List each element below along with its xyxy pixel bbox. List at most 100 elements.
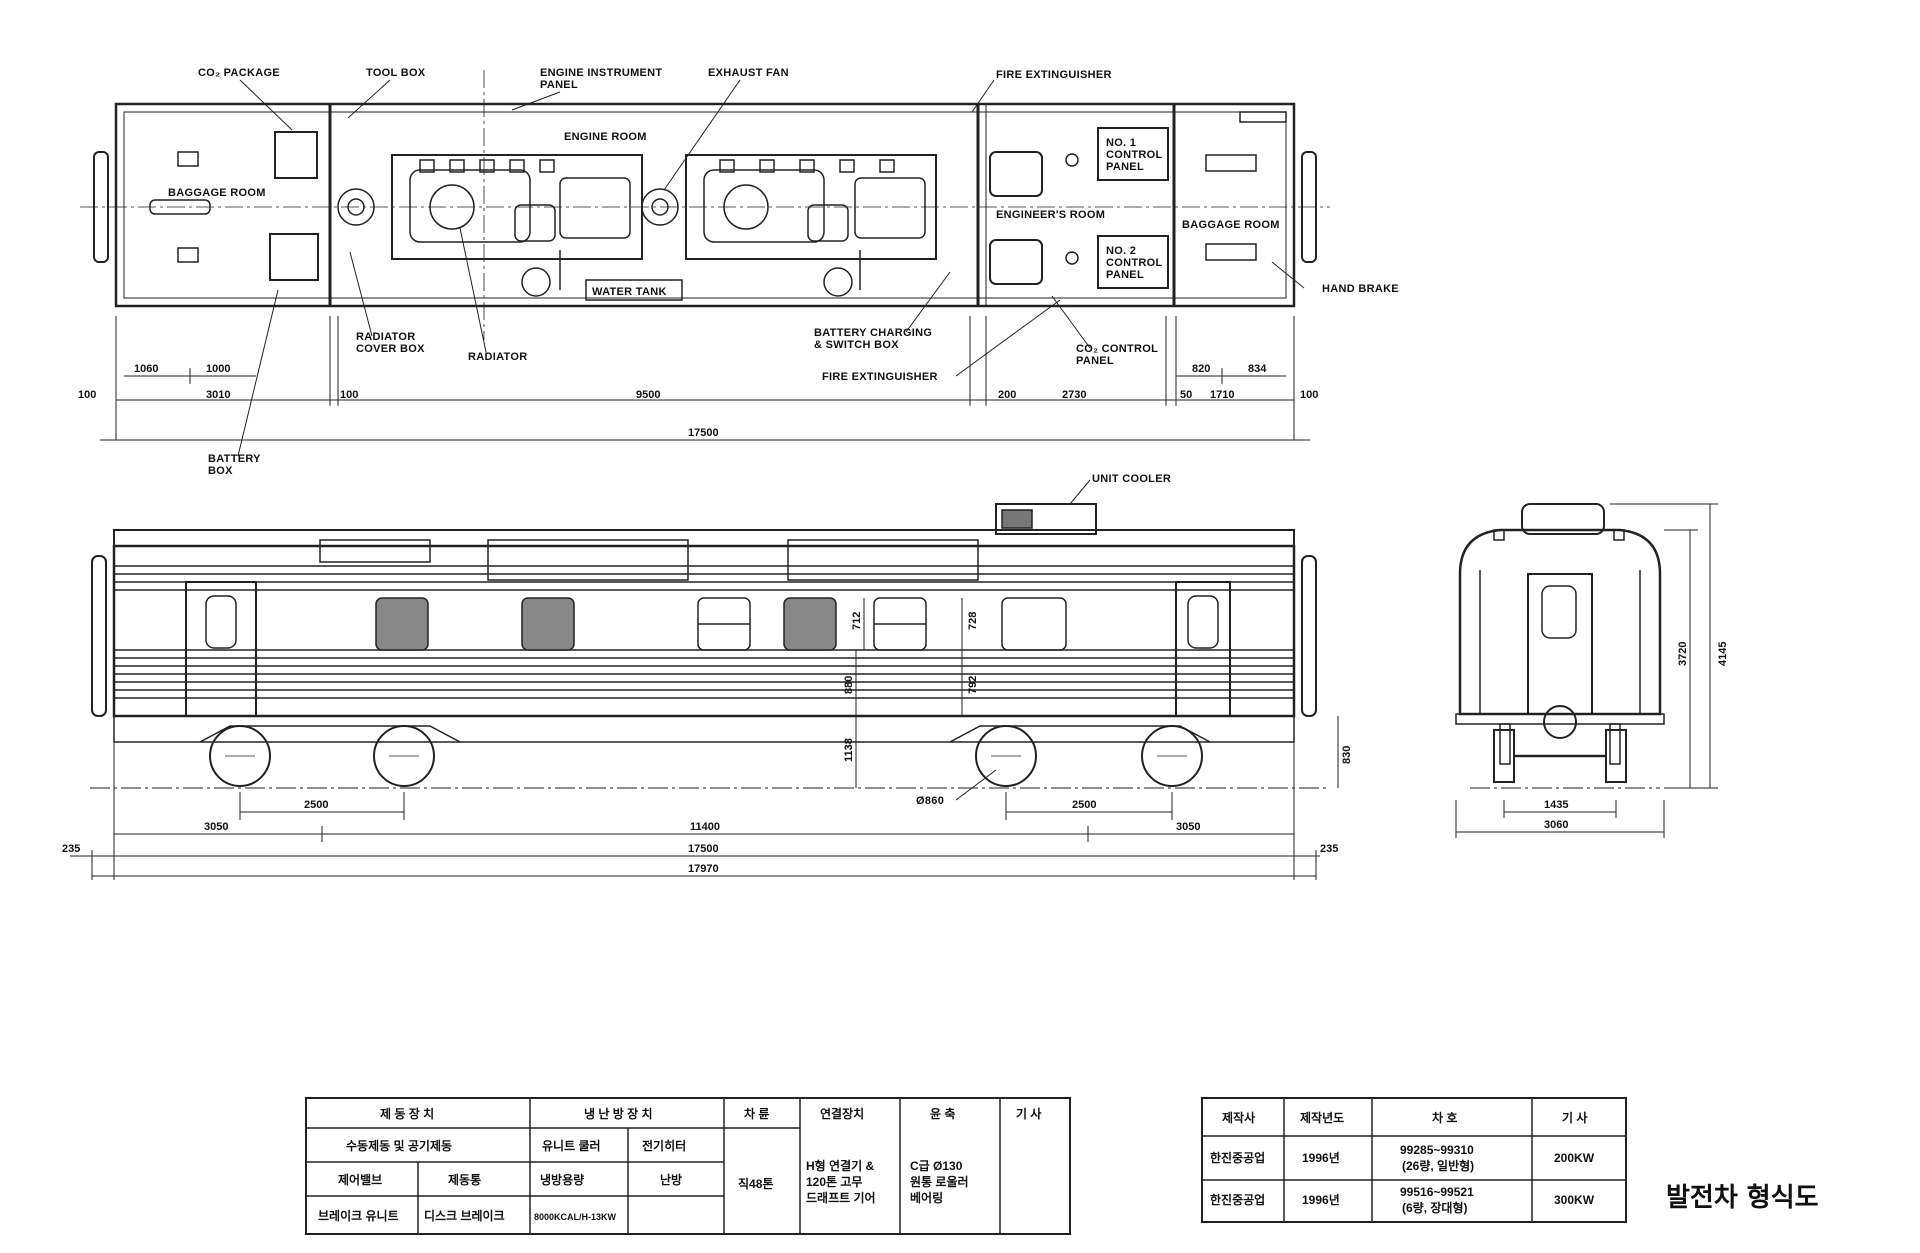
maker-header-number: 차 호 bbox=[1432, 1110, 1457, 1125]
spec-axle-2: 원통 로울러 bbox=[910, 1174, 969, 1189]
dim-1060: 1060 bbox=[134, 363, 158, 375]
spec-header-coupler: 연결장치 bbox=[820, 1106, 864, 1121]
label-radiator-cover-box: RADIATOR bbox=[356, 331, 415, 343]
label-baggage-room-left: BAGGAGE ROOM bbox=[168, 187, 266, 199]
maker-header-year: 제작년도 bbox=[1300, 1110, 1344, 1125]
label-fire-extinguisher-bottom: FIRE EXTINGUISHER bbox=[822, 371, 938, 383]
dim-3060: 3060 bbox=[1544, 819, 1568, 831]
spec-table bbox=[305, 1097, 1071, 1235]
maker-table bbox=[1201, 1097, 1627, 1223]
dim-830: 830 bbox=[1341, 746, 1353, 764]
spec-hvac-capacity: 8000KCAL/H-13KW bbox=[534, 1212, 617, 1222]
dim-235-right: 235 bbox=[1320, 843, 1338, 855]
label-battery-box-2: BOX bbox=[208, 465, 233, 477]
dim-4145: 4145 bbox=[1717, 642, 1729, 666]
end-dims bbox=[1455, 503, 1718, 838]
dim-3010: 3010 bbox=[206, 389, 230, 401]
dim-820: 820 bbox=[1192, 363, 1210, 375]
label-engine-instrument-panel-2: PANEL bbox=[540, 79, 578, 91]
plan-leaders bbox=[237, 79, 1305, 457]
maker-row2-maker: 한진중공업 bbox=[1210, 1192, 1265, 1207]
dim-792: 792 bbox=[967, 676, 979, 694]
maker-row1-maker: 한진중공업 bbox=[1210, 1150, 1265, 1165]
side-horizontal-dims bbox=[70, 720, 1320, 880]
maker-table-text: 제작사 제작년도 차 호 기 사 한진중공업 1996년 99285~99310… bbox=[1210, 1110, 1595, 1215]
plan-dimension-values: 1060 1000 100 3010 100 9500 200 2730 820… bbox=[78, 363, 1318, 439]
spec-coupler-2: 120톤 고무 bbox=[806, 1175, 862, 1189]
dim-100-right: 100 bbox=[1300, 389, 1318, 401]
label-battery-box: BATTERY bbox=[208, 453, 261, 465]
dim-17500-plan: 17500 bbox=[688, 427, 719, 439]
label-battery-charging-2: & SWITCH BOX bbox=[814, 339, 899, 351]
plan-dimensions bbox=[100, 316, 1310, 441]
plan-labels: CO₂ PACKAGE TOOL BOX ENGINE INSTRUMENT P… bbox=[168, 67, 1399, 477]
dim-17500-side: 17500 bbox=[688, 843, 719, 855]
label-unit-cooler: UNIT COOLER bbox=[1092, 473, 1171, 485]
spec-header-remarks: 기 사 bbox=[1016, 1106, 1041, 1121]
spec-header-brake: 제 동 장 치 bbox=[380, 1106, 434, 1121]
dim-1435: 1435 bbox=[1544, 799, 1568, 811]
dim-3720: 3720 bbox=[1677, 642, 1689, 666]
spec-wheel: 직48톤 bbox=[738, 1176, 773, 1191]
spec-header-axle: 윤 축 bbox=[930, 1106, 955, 1121]
dim-728: 728 bbox=[967, 612, 979, 630]
spec-coupler-3: 드래프트 기어 bbox=[806, 1190, 876, 1205]
end-dim-values: 3720 4145 1435 3060 bbox=[1544, 642, 1729, 831]
label-tool-box: TOOL BOX bbox=[366, 67, 426, 79]
dim-17970: 17970 bbox=[688, 863, 719, 875]
label-engineers-room: ENGINEER'S ROOM bbox=[996, 209, 1105, 221]
maker-row1-number-2: (26량, 일반형) bbox=[1402, 1158, 1474, 1173]
side-elevation bbox=[90, 503, 1330, 789]
label-engine-room: ENGINE ROOM bbox=[564, 131, 647, 143]
label-co2-control-panel-2: PANEL bbox=[1076, 355, 1114, 367]
spec-header-bogie: 차 륜 bbox=[744, 1106, 769, 1121]
label-baggage-room-right: BAGGAGE ROOM bbox=[1182, 219, 1280, 231]
spec-axle-3: 베어링 bbox=[910, 1190, 943, 1205]
side-vertical-dims bbox=[855, 598, 1339, 788]
dim-1000: 1000 bbox=[206, 363, 230, 375]
label-no1-control-panel-3: PANEL bbox=[1106, 161, 1144, 173]
spec-row-brake-method: 제동통 bbox=[448, 1172, 481, 1187]
label-hand-brake: HAND BRAKE bbox=[1322, 283, 1399, 295]
dim-1710: 1710 bbox=[1210, 389, 1234, 401]
maker-row2-power: 300KW bbox=[1554, 1193, 1595, 1207]
plan-view bbox=[80, 70, 1330, 340]
label-engine-instrument-panel: ENGINE INSTRUMENT bbox=[540, 67, 662, 79]
spec-row-brake-type: 제어밸브 bbox=[338, 1172, 382, 1187]
maker-row1-number-1: 99285~99310 bbox=[1400, 1143, 1474, 1157]
maker-row2-year: 1996년 bbox=[1302, 1193, 1340, 1207]
spec-coupler-1: H형 연결기 & bbox=[806, 1158, 874, 1173]
side-vertical-dim-values: 712 728 880 792 1138 830 bbox=[843, 612, 1353, 764]
dim-200: 200 bbox=[998, 389, 1016, 401]
spec-row-heating: 난방 bbox=[660, 1172, 682, 1187]
label-battery-charging: BATTERY CHARGING bbox=[814, 327, 932, 339]
dim-880: 880 bbox=[843, 676, 855, 694]
spec-disc-brake: 디스크 브레이크 bbox=[424, 1208, 505, 1223]
label-no2-control-panel-3: PANEL bbox=[1106, 269, 1144, 281]
label-water-tank: WATER TANK bbox=[592, 286, 667, 298]
spec-brake-sub: 수동제동 및 공기제동 bbox=[346, 1138, 452, 1153]
side-labels: UNIT COOLER Ø860 bbox=[916, 473, 1171, 807]
spec-header-hvac: 냉 난 방 장 치 bbox=[584, 1106, 653, 1121]
side-leaders bbox=[955, 479, 1091, 801]
dim-712: 712 bbox=[851, 612, 863, 630]
label-no1-control-panel-2: CONTROL bbox=[1106, 149, 1162, 161]
maker-header-maker: 제작사 bbox=[1222, 1110, 1255, 1125]
spec-hvac-sub1: 유니트 쿨러 bbox=[542, 1138, 601, 1153]
label-fire-extinguisher-top: FIRE EXTINGUISHER bbox=[996, 69, 1112, 81]
label-wheel-diameter: Ø860 bbox=[916, 795, 944, 807]
label-radiator: RADIATOR bbox=[468, 351, 527, 363]
dim-2500-left: 2500 bbox=[304, 799, 328, 811]
label-radiator-cover-box-2: COVER BOX bbox=[356, 343, 425, 355]
dim-50: 50 bbox=[1180, 389, 1192, 401]
label-no2-control-panel: NO. 2 bbox=[1106, 245, 1136, 257]
maker-row2-number-1: 99516~99521 bbox=[1400, 1185, 1474, 1199]
dim-2500-right: 2500 bbox=[1072, 799, 1096, 811]
label-no1-control-panel: NO. 1 bbox=[1106, 137, 1136, 149]
dim-3050-right: 3050 bbox=[1176, 821, 1200, 833]
dim-235-left: 235 bbox=[62, 843, 80, 855]
maker-row1-power: 200KW bbox=[1554, 1151, 1595, 1165]
maker-row1-year: 1996년 bbox=[1302, 1151, 1340, 1165]
label-co2-package: CO₂ PACKAGE bbox=[198, 67, 280, 79]
